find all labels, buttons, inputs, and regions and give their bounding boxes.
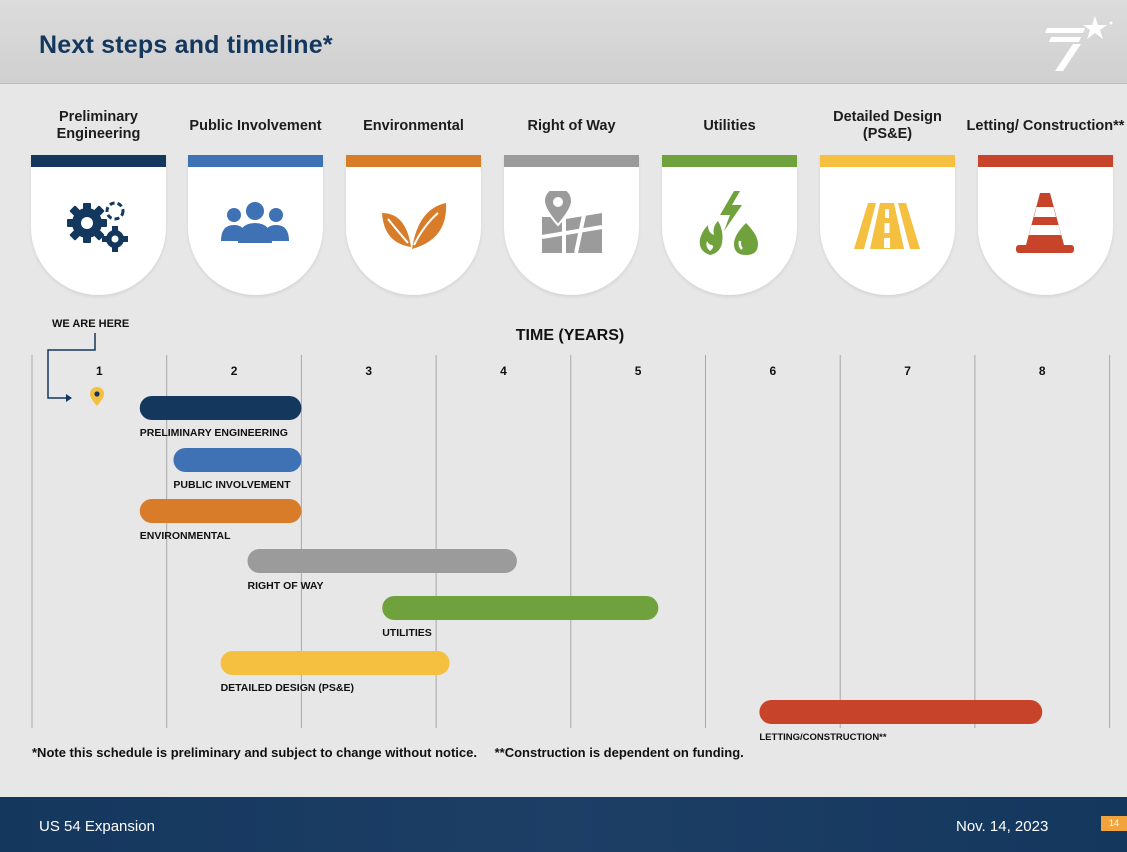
timeline-bar-label: PRELIMINARY ENGINEERING bbox=[140, 427, 288, 439]
slide-header: Next steps and timeline* bbox=[0, 0, 1127, 84]
phase-card: Right of Way bbox=[504, 96, 639, 301]
year-tick-label: 1 bbox=[96, 364, 103, 378]
phase-card: Public Involvement bbox=[188, 96, 323, 301]
phase-icon-badge bbox=[188, 155, 323, 295]
we-are-here-label: WE ARE HERE bbox=[52, 318, 130, 330]
presentation-date: Nov. 14, 2023 bbox=[956, 818, 1049, 835]
timeline-bar bbox=[139, 396, 302, 420]
phase-icon-badge bbox=[346, 155, 481, 295]
phase-color-bar bbox=[346, 155, 481, 167]
timeline-bar bbox=[220, 651, 450, 675]
phase-color-bar bbox=[31, 155, 166, 167]
timeline-bar bbox=[173, 448, 302, 472]
phase-icon-badge bbox=[978, 155, 1113, 295]
location-pin-dot bbox=[94, 391, 100, 397]
phase-label: Environmental bbox=[363, 117, 464, 134]
phase-label: Letting/ Construction** bbox=[966, 117, 1125, 134]
phase-icon-badge bbox=[31, 155, 166, 295]
project-name: US 54 Expansion bbox=[39, 818, 155, 835]
phase-color-bar bbox=[188, 155, 323, 167]
phase-icon-badge bbox=[820, 155, 955, 295]
map-icon bbox=[541, 191, 603, 254]
phase-card: Letting/ Construction** bbox=[967, 96, 1124, 301]
phase-color-bar bbox=[504, 155, 639, 167]
phase-label: Utilities bbox=[703, 117, 756, 134]
phase-icon-badge bbox=[662, 155, 797, 295]
phase-color-bar bbox=[978, 155, 1113, 167]
slide-title: Next steps and timeline* bbox=[39, 31, 333, 59]
phase-icon-badge bbox=[504, 155, 639, 295]
traffic-cone-icon bbox=[1016, 193, 1074, 253]
year-tick-label: 7 bbox=[904, 364, 911, 378]
arrow-head-icon bbox=[66, 394, 72, 402]
year-tick-label: 3 bbox=[365, 364, 372, 378]
timeline-bar-label: DETAILED DESIGN (PS&E) bbox=[221, 682, 354, 694]
timeline-bar bbox=[139, 499, 302, 523]
phase-label: Public Involvement bbox=[189, 117, 322, 134]
note-schedule: *Note this schedule is preliminary and s… bbox=[32, 745, 477, 760]
timeline-bar bbox=[382, 596, 659, 620]
axis-title: TIME (YEARS) bbox=[515, 327, 625, 344]
year-tick-label: 2 bbox=[231, 364, 238, 378]
slide-footer: US 54 Expansion Nov. 14, 2023 14 bbox=[0, 797, 1127, 852]
year-tick-label: 6 bbox=[770, 364, 777, 378]
timeline-bar bbox=[247, 549, 517, 573]
phase-card: Detailed Design (PS&E) bbox=[820, 96, 955, 301]
we-are-here-arrow bbox=[47, 333, 96, 399]
gears-icon bbox=[67, 201, 128, 252]
phase-color-bar bbox=[662, 155, 797, 167]
timeline-bar bbox=[759, 700, 1043, 724]
year-tick-label: 5 bbox=[635, 364, 642, 378]
phase-card: Environmental bbox=[346, 96, 481, 301]
phase-label: Preliminary Engineering bbox=[56, 109, 141, 142]
timeline-bar-label: PUBLIC INVOLVEMENT bbox=[173, 479, 291, 491]
road-icon bbox=[854, 203, 920, 249]
phase-label: Right of Way bbox=[527, 117, 616, 134]
year-tick-label: 8 bbox=[1039, 364, 1046, 378]
phase-card: Utilities bbox=[662, 96, 797, 301]
year-tick-label: 4 bbox=[500, 364, 507, 378]
leaves-icon bbox=[382, 203, 447, 249]
page-number: 14 bbox=[1101, 816, 1127, 831]
phase-label: Detailed Design (PS&E) bbox=[833, 109, 942, 142]
timeline-bar-label: UTILITIES bbox=[382, 627, 432, 639]
phase-cards: Preliminary Engineering bbox=[31, 96, 1124, 301]
note-funding: **Construction is dependent on funding. bbox=[494, 745, 744, 760]
schedule-note: *Note this schedule is preliminary and s… bbox=[32, 745, 744, 760]
timeline-bar-label: ENVIRONMENTAL bbox=[140, 530, 231, 542]
txdot-star-logo-icon bbox=[1045, 16, 1113, 71]
phase-color-bar bbox=[820, 155, 955, 167]
timeline-bar-label: RIGHT OF WAY bbox=[248, 580, 324, 592]
timeline-bar-label: LETTING/CONSTRUCTION** bbox=[759, 732, 886, 740]
people-icon bbox=[221, 202, 289, 243]
utilities-icon bbox=[699, 191, 758, 255]
phase-card: Preliminary Engineering bbox=[31, 96, 166, 301]
